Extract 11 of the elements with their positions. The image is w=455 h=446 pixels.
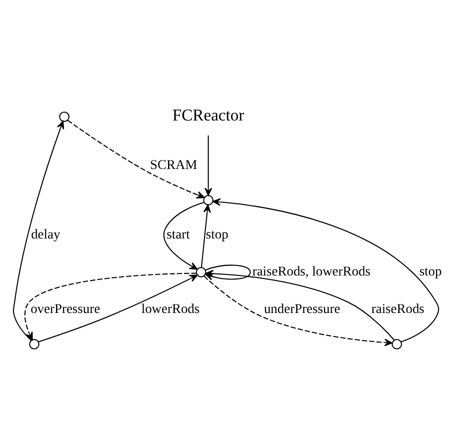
edge-label: start xyxy=(166,226,190,241)
edge-label: overPressure xyxy=(30,300,100,316)
node-text: FCReactor xyxy=(172,105,244,124)
edge-label: stop xyxy=(419,263,442,278)
edge-label: raiseRods xyxy=(371,300,424,316)
edge-label: raiseRods, lowerRods xyxy=(252,263,370,278)
edge-label: underPressure xyxy=(264,300,340,316)
edge-label: lowerRods xyxy=(141,300,200,316)
edge-label: stop xyxy=(206,226,228,241)
edge-label: delay xyxy=(31,226,60,241)
edge-label: SCRAM xyxy=(150,156,198,172)
